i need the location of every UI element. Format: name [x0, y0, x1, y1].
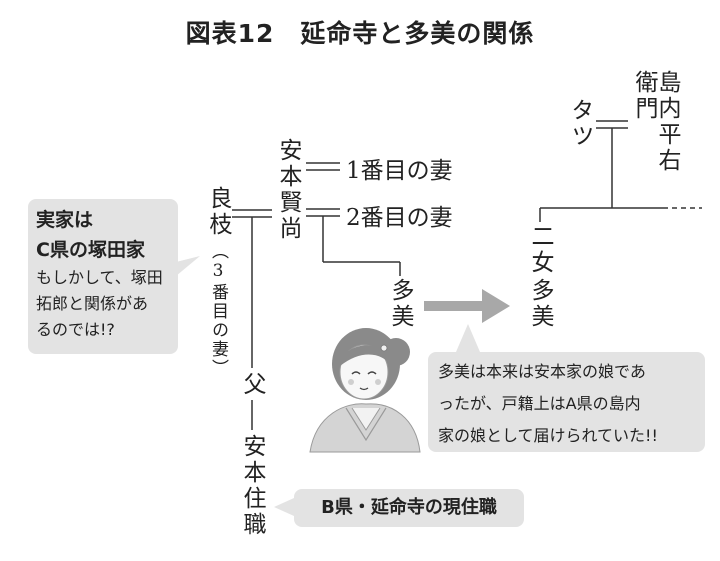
person-wife2: 2番目の妻	[346, 205, 453, 231]
callout-right-line2: ったが、戸籍上はA県の島内	[438, 394, 641, 413]
person-shimauchi: 島内平右衛門	[631, 70, 680, 174]
person-yoshie-note: （3番目の妻）	[208, 242, 228, 378]
arrow-icon	[424, 289, 510, 323]
callout-bottom: B県・延命寺の現住職	[294, 489, 524, 527]
person-yoshie: 良枝	[205, 186, 231, 238]
callout-right-pointer	[456, 324, 480, 352]
callout-left-line3: もしかして、塚田	[36, 268, 163, 287]
person-second-daughter-label: 二女	[527, 224, 553, 276]
callout-right-line3: 家の娘として届けられていた!!	[438, 426, 658, 445]
callout-left-line5: るのでは!?	[36, 320, 115, 339]
callout-bottom-pointer	[274, 498, 294, 516]
callout-bottom-text: B県・延命寺の現住職	[321, 497, 497, 518]
person-yasumoto-kenshou: 安本賢尚	[275, 138, 301, 242]
callout-right-line1: 多美は本来は安本家の娘であ	[438, 362, 646, 381]
person-wife1: 1番目の妻	[346, 158, 453, 184]
person-tatsu: タツ	[567, 98, 593, 150]
callout-left: 実家は C県の塚田家 もしかして、塚田 拓郎と関係があ るのでは!?	[28, 199, 178, 354]
callout-left-pointer	[176, 256, 200, 276]
callout-left-line2: C県の塚田家	[36, 239, 145, 261]
person-father: 父	[239, 372, 265, 398]
callout-right: 多美は本来は安本家の娘であ ったが、戸籍上はA県の島内 家の娘として届けられてい…	[428, 352, 705, 452]
callout-left-line4: 拓郎と関係があ	[36, 294, 149, 313]
page-title: 図表12 延命寺と多美の関係	[185, 19, 535, 48]
callout-left-line1: 実家は	[36, 209, 94, 231]
person-tami-left: 多美	[387, 278, 413, 330]
woman-icon	[309, 328, 421, 453]
person-current-priest: 安本住職	[239, 434, 265, 538]
person-tami-right: 多美	[527, 278, 553, 330]
